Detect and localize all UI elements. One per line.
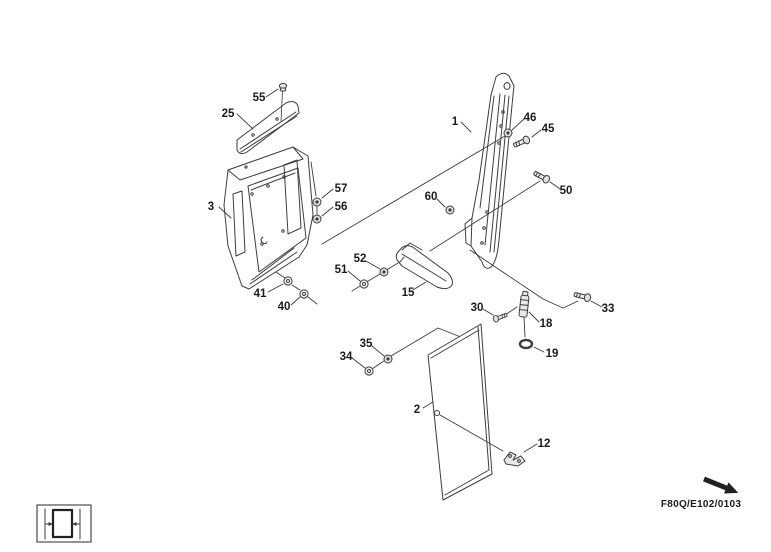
part-pin-18 <box>518 290 530 318</box>
callout-1: 1 <box>452 116 459 128</box>
callout-50: 50 <box>560 185 573 197</box>
callout-12: 12 <box>538 438 551 450</box>
bolt-45 <box>511 134 532 150</box>
washer-40 <box>299 289 309 299</box>
callout-57: 57 <box>335 183 348 195</box>
nut-46 <box>503 128 513 138</box>
callout-56: 56 <box>335 201 348 213</box>
washer-51 <box>359 279 369 289</box>
bolt-30 <box>491 311 509 324</box>
callout-41: 41 <box>254 288 267 300</box>
callout-52: 52 <box>354 253 367 265</box>
callout-55: 55 <box>253 92 266 104</box>
callout-leaders <box>218 88 603 453</box>
callout-2: 2 <box>414 404 420 416</box>
nut-60 <box>445 205 455 215</box>
fastener-screw-55 <box>278 82 288 122</box>
callout-46: 46 <box>524 112 537 124</box>
assembly-axis-lines <box>275 135 579 370</box>
callout-45: 45 <box>542 123 555 135</box>
callout-19: 19 <box>546 348 559 360</box>
part-top-cover-strip <box>236 101 300 155</box>
locator-thumbnail <box>36 504 92 543</box>
figure-code: F80Q/E102/0103 <box>661 499 742 510</box>
callout-15: 15 <box>402 287 415 299</box>
callout-35: 35 <box>360 338 373 350</box>
part-o-ring-19 <box>518 338 534 350</box>
nut-35 <box>383 354 393 364</box>
callout-51: 51 <box>335 264 348 276</box>
nut-56 <box>312 214 322 224</box>
washer-34 <box>364 366 374 376</box>
direction-arrow-icon <box>703 476 739 494</box>
callout-34: 34 <box>340 351 353 363</box>
part-side-panel <box>427 323 504 501</box>
bolt-33 <box>572 290 592 303</box>
callout-30: 30 <box>471 302 484 314</box>
callout-25: 25 <box>222 108 235 120</box>
part-pillar-bracket <box>464 72 515 269</box>
part-housing-frame <box>223 146 314 290</box>
nut-52 <box>379 267 389 277</box>
callout-60: 60 <box>425 191 438 203</box>
callout-40: 40 <box>278 301 291 313</box>
bolt-50 <box>531 168 552 185</box>
nut-57 <box>312 197 322 207</box>
callout-labels: 55 25 3 57 56 41 40 1 46 45 60 50 52 51 … <box>208 92 615 450</box>
callout-18: 18 <box>540 318 553 330</box>
part-wedge-bracket <box>395 242 453 290</box>
washer-41 <box>283 276 293 286</box>
fasteners <box>283 128 592 376</box>
callout-33: 33 <box>602 303 615 315</box>
part-clamp-12 <box>503 451 526 467</box>
callout-3: 3 <box>208 201 214 213</box>
